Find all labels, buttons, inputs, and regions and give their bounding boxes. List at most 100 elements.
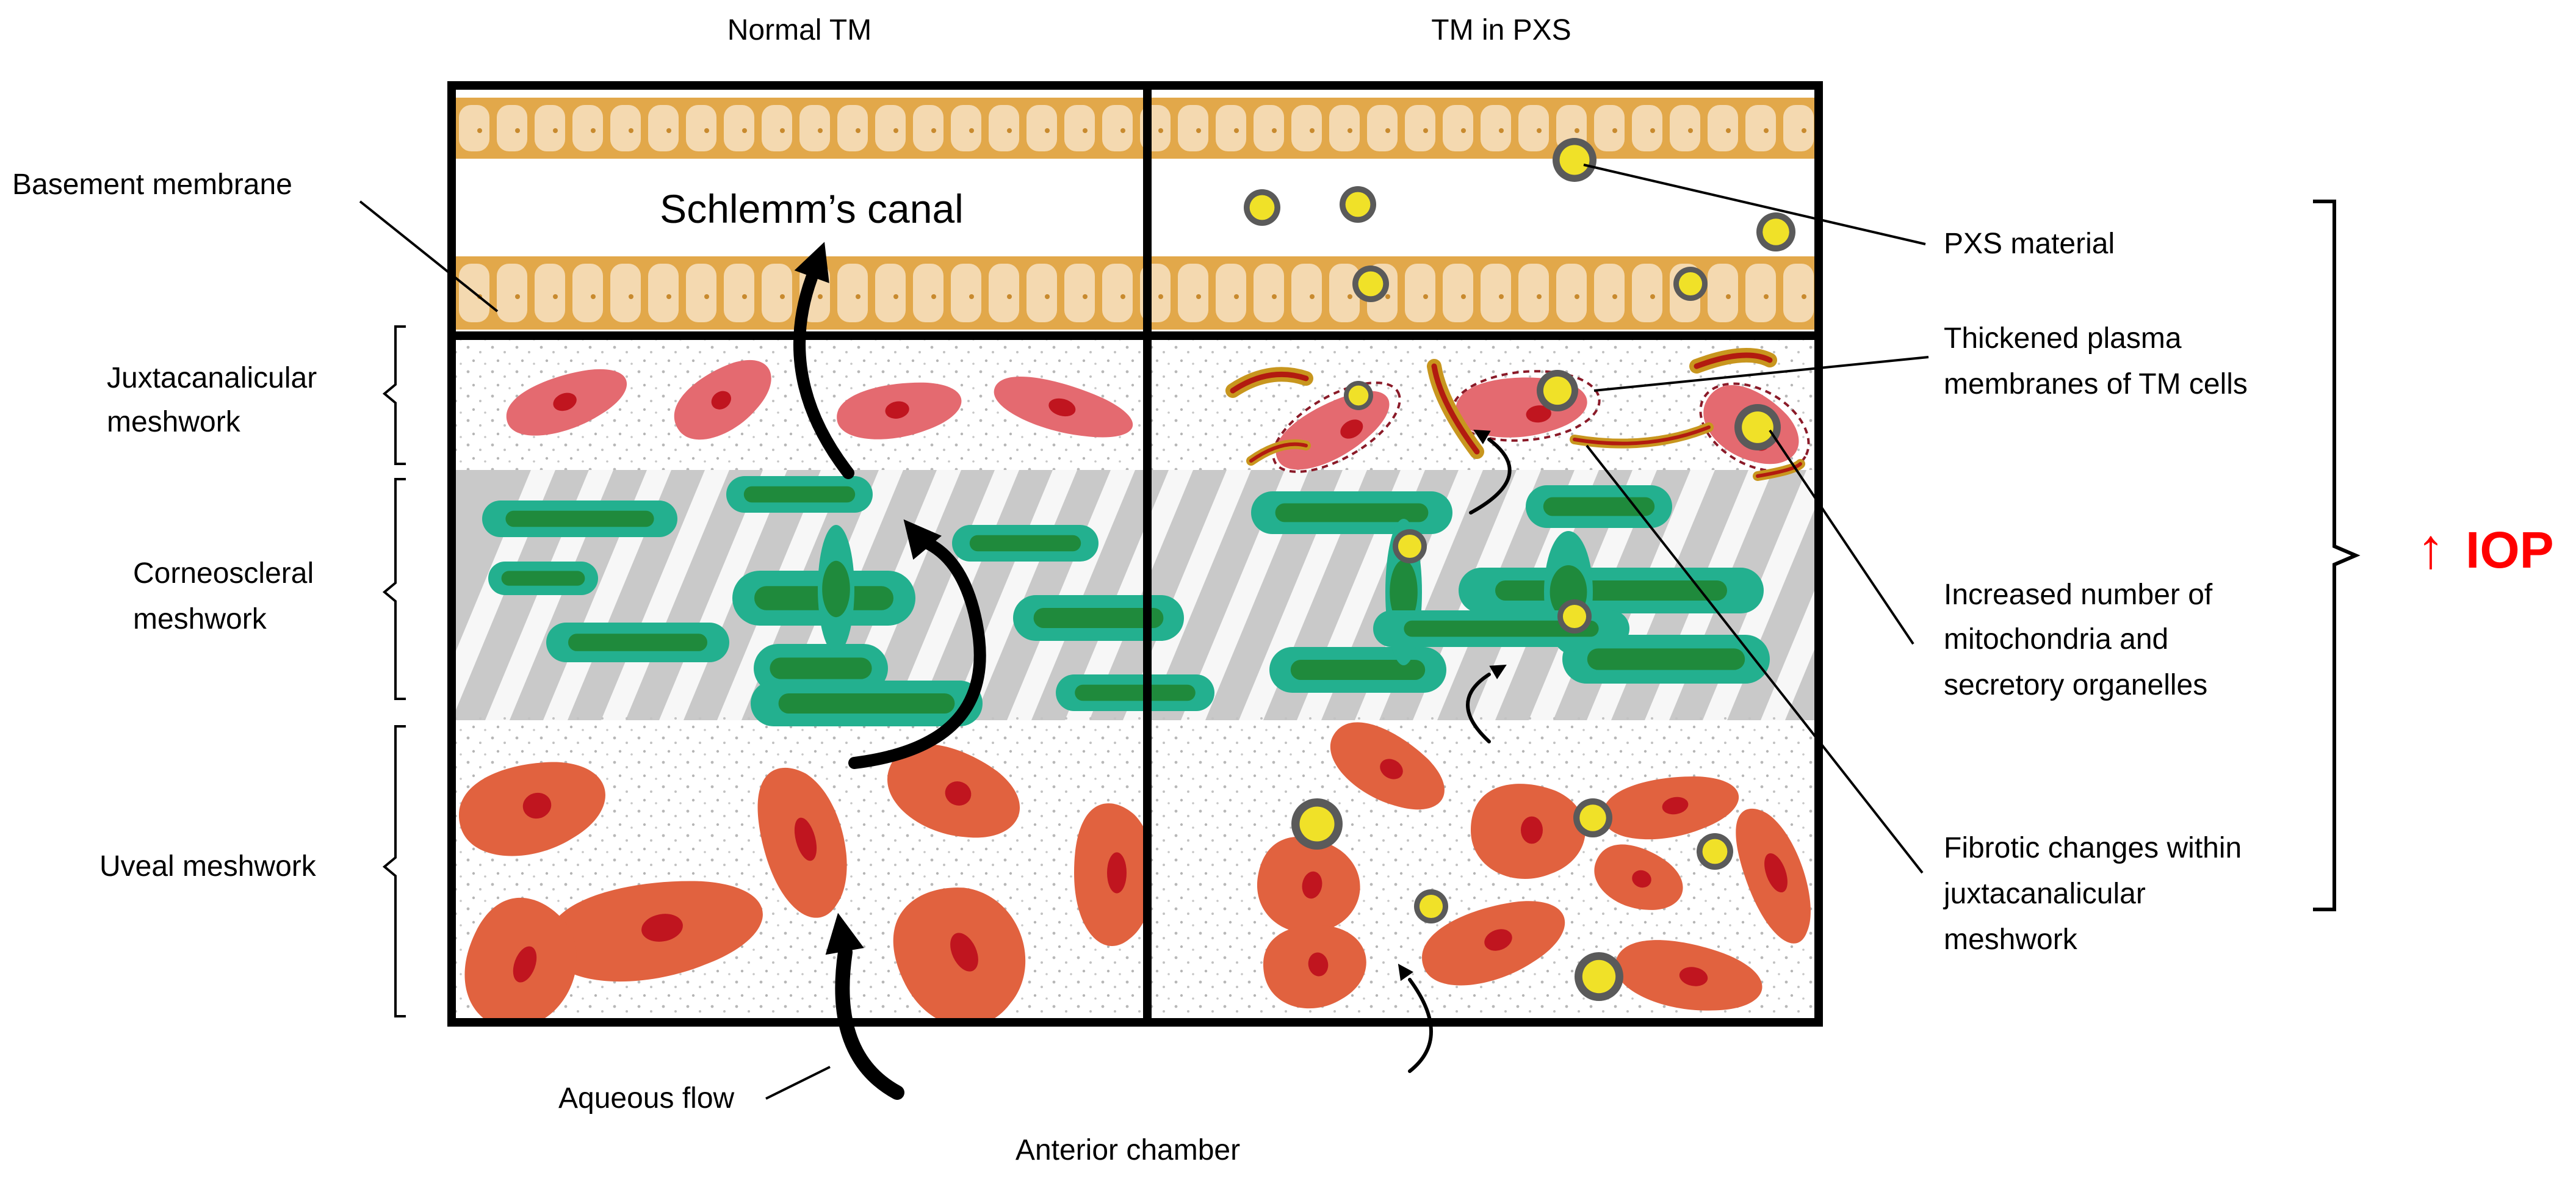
endothelial-nucleus [818, 128, 823, 133]
endothelial-nucleus [1310, 128, 1315, 133]
endothelial-nucleus [1802, 294, 1806, 299]
endothelial-cell [1481, 105, 1511, 151]
beam-normal-core [743, 486, 856, 503]
endothelial-cell [497, 264, 527, 322]
endothelial-cell [1443, 264, 1473, 322]
endothelial-nucleus [1385, 294, 1390, 299]
endothelial-nucleus [1310, 294, 1315, 299]
label-pxs-material: PXS material [1944, 228, 2115, 260]
endothelial-cell [837, 264, 868, 322]
endothelial-nucleus [1385, 128, 1390, 133]
pxs-particle-core [1702, 839, 1728, 864]
uveal-cell-nucleus [1107, 852, 1127, 894]
uveal-cell [757, 767, 847, 918]
endothelial-cell [1216, 105, 1246, 151]
beam-pxs-core [1543, 497, 1655, 516]
endothelial-cell [762, 264, 792, 322]
fibrotic-strand-core [1756, 462, 1802, 478]
pxs-particle-core [1559, 145, 1590, 175]
endothelial-cell [724, 264, 754, 322]
beam-normal-core [822, 560, 850, 618]
endothelial-nucleus [1575, 294, 1579, 299]
beam-normal-core [505, 510, 654, 527]
endothelial-nucleus [856, 128, 860, 133]
label-mito-2: mitochondria and [1944, 623, 2168, 656]
pxs-flow-arrow-high [1469, 438, 1512, 515]
endothelial-nucleus [666, 128, 671, 133]
endothelial-nucleus [742, 294, 747, 299]
endothelial-nucleus [1272, 128, 1277, 133]
endothelial-cell [1291, 105, 1322, 151]
pxs-flow-arrow-low [1408, 978, 1433, 1073]
beam-pxs-core [1390, 560, 1418, 624]
endothelial-nucleus [553, 294, 558, 299]
juxtacanalicular-cell-nucleus [1048, 398, 1076, 417]
endothelial-cell [799, 105, 830, 151]
uveal-cell-nucleus [950, 933, 978, 972]
juxtacanalicular-cell [674, 360, 771, 440]
endothelial-nucleus [1575, 128, 1579, 133]
aqueous-flow-arrow [835, 945, 904, 1100]
endothelium-band [455, 256, 1816, 330]
fibrotic-strand-core [1431, 363, 1480, 455]
endothelial-cell [1518, 264, 1549, 322]
endothelial-nucleus [1764, 128, 1769, 133]
beam-normal-core [770, 657, 872, 679]
endothelial-cell [1443, 105, 1473, 151]
pxs-particle-core [1562, 604, 1587, 629]
endothelial-cell [951, 264, 981, 322]
endothelial-nucleus [666, 294, 671, 299]
endothelium-layers [455, 98, 1816, 330]
pxs-particle-core [1398, 534, 1422, 558]
right-bracket-iop [2313, 200, 2361, 911]
endothelial-cell [1405, 105, 1435, 151]
endothelial-nucleus [1423, 128, 1428, 133]
endothelial-nucleus [704, 294, 709, 299]
left-bracket-juxta [382, 325, 406, 465]
endothelial-cell [610, 264, 641, 322]
beam-normal-core [501, 571, 585, 586]
pxs-uveal-cell [1471, 784, 1586, 879]
endothelial-nucleus [1537, 294, 1542, 299]
endothelial-cell [1632, 264, 1662, 322]
endothelial-nucleus [931, 128, 936, 133]
endothelial-cell [535, 264, 565, 322]
pxs-particle-core [1249, 195, 1275, 220]
endothelial-cell [951, 105, 981, 151]
endothelial-cell [1329, 264, 1360, 322]
endothelial-nucleus [1461, 294, 1466, 299]
uveal-cell-nucleus [641, 914, 683, 942]
endothelial-nucleus [1612, 128, 1617, 133]
endothelial-cell [648, 264, 679, 322]
pxs-uveal-cell-nucleus [1521, 816, 1543, 844]
beam-pxs-core [1275, 503, 1429, 522]
label-juxta-1: Juxtacanalicular [107, 362, 317, 394]
endothelial-nucleus [1007, 294, 1012, 299]
fibrotic-strand-core [1230, 371, 1309, 394]
pxs-uveal-cell-nucleus [1308, 952, 1329, 977]
endothelial-nucleus [1120, 128, 1125, 133]
pxs-particle-core [1678, 272, 1703, 296]
fib-leader [1586, 444, 1924, 874]
endothelial-cell [1064, 264, 1095, 322]
endothelial-cell [989, 264, 1019, 322]
uveal-cell [459, 762, 605, 856]
pxs-particle-core [1543, 376, 1572, 405]
endothelial-cell [1594, 105, 1625, 151]
pxs-uveal-cell [1263, 925, 1366, 1009]
label-aqueous-flow: Aqueous flow [558, 1082, 735, 1115]
pxs-uveal-cell-nucleus [1632, 870, 1651, 888]
pxs-uveal-cell [1603, 776, 1739, 840]
beam-normal-core [568, 634, 707, 651]
endothelial-cell [1708, 264, 1738, 322]
endothelial-nucleus [1764, 294, 1769, 299]
label-uveal: Uveal meshwork [99, 850, 317, 883]
endothelial-nucleus [704, 128, 709, 133]
iop-arrow: ↑ [2417, 518, 2445, 580]
endothelial-cell [1405, 264, 1435, 322]
pxs-uveal-cell [1257, 836, 1360, 933]
beam-pxs-core [1495, 580, 1727, 601]
endothelial-nucleus [1461, 128, 1466, 133]
beam-pxs-core [1587, 648, 1745, 670]
